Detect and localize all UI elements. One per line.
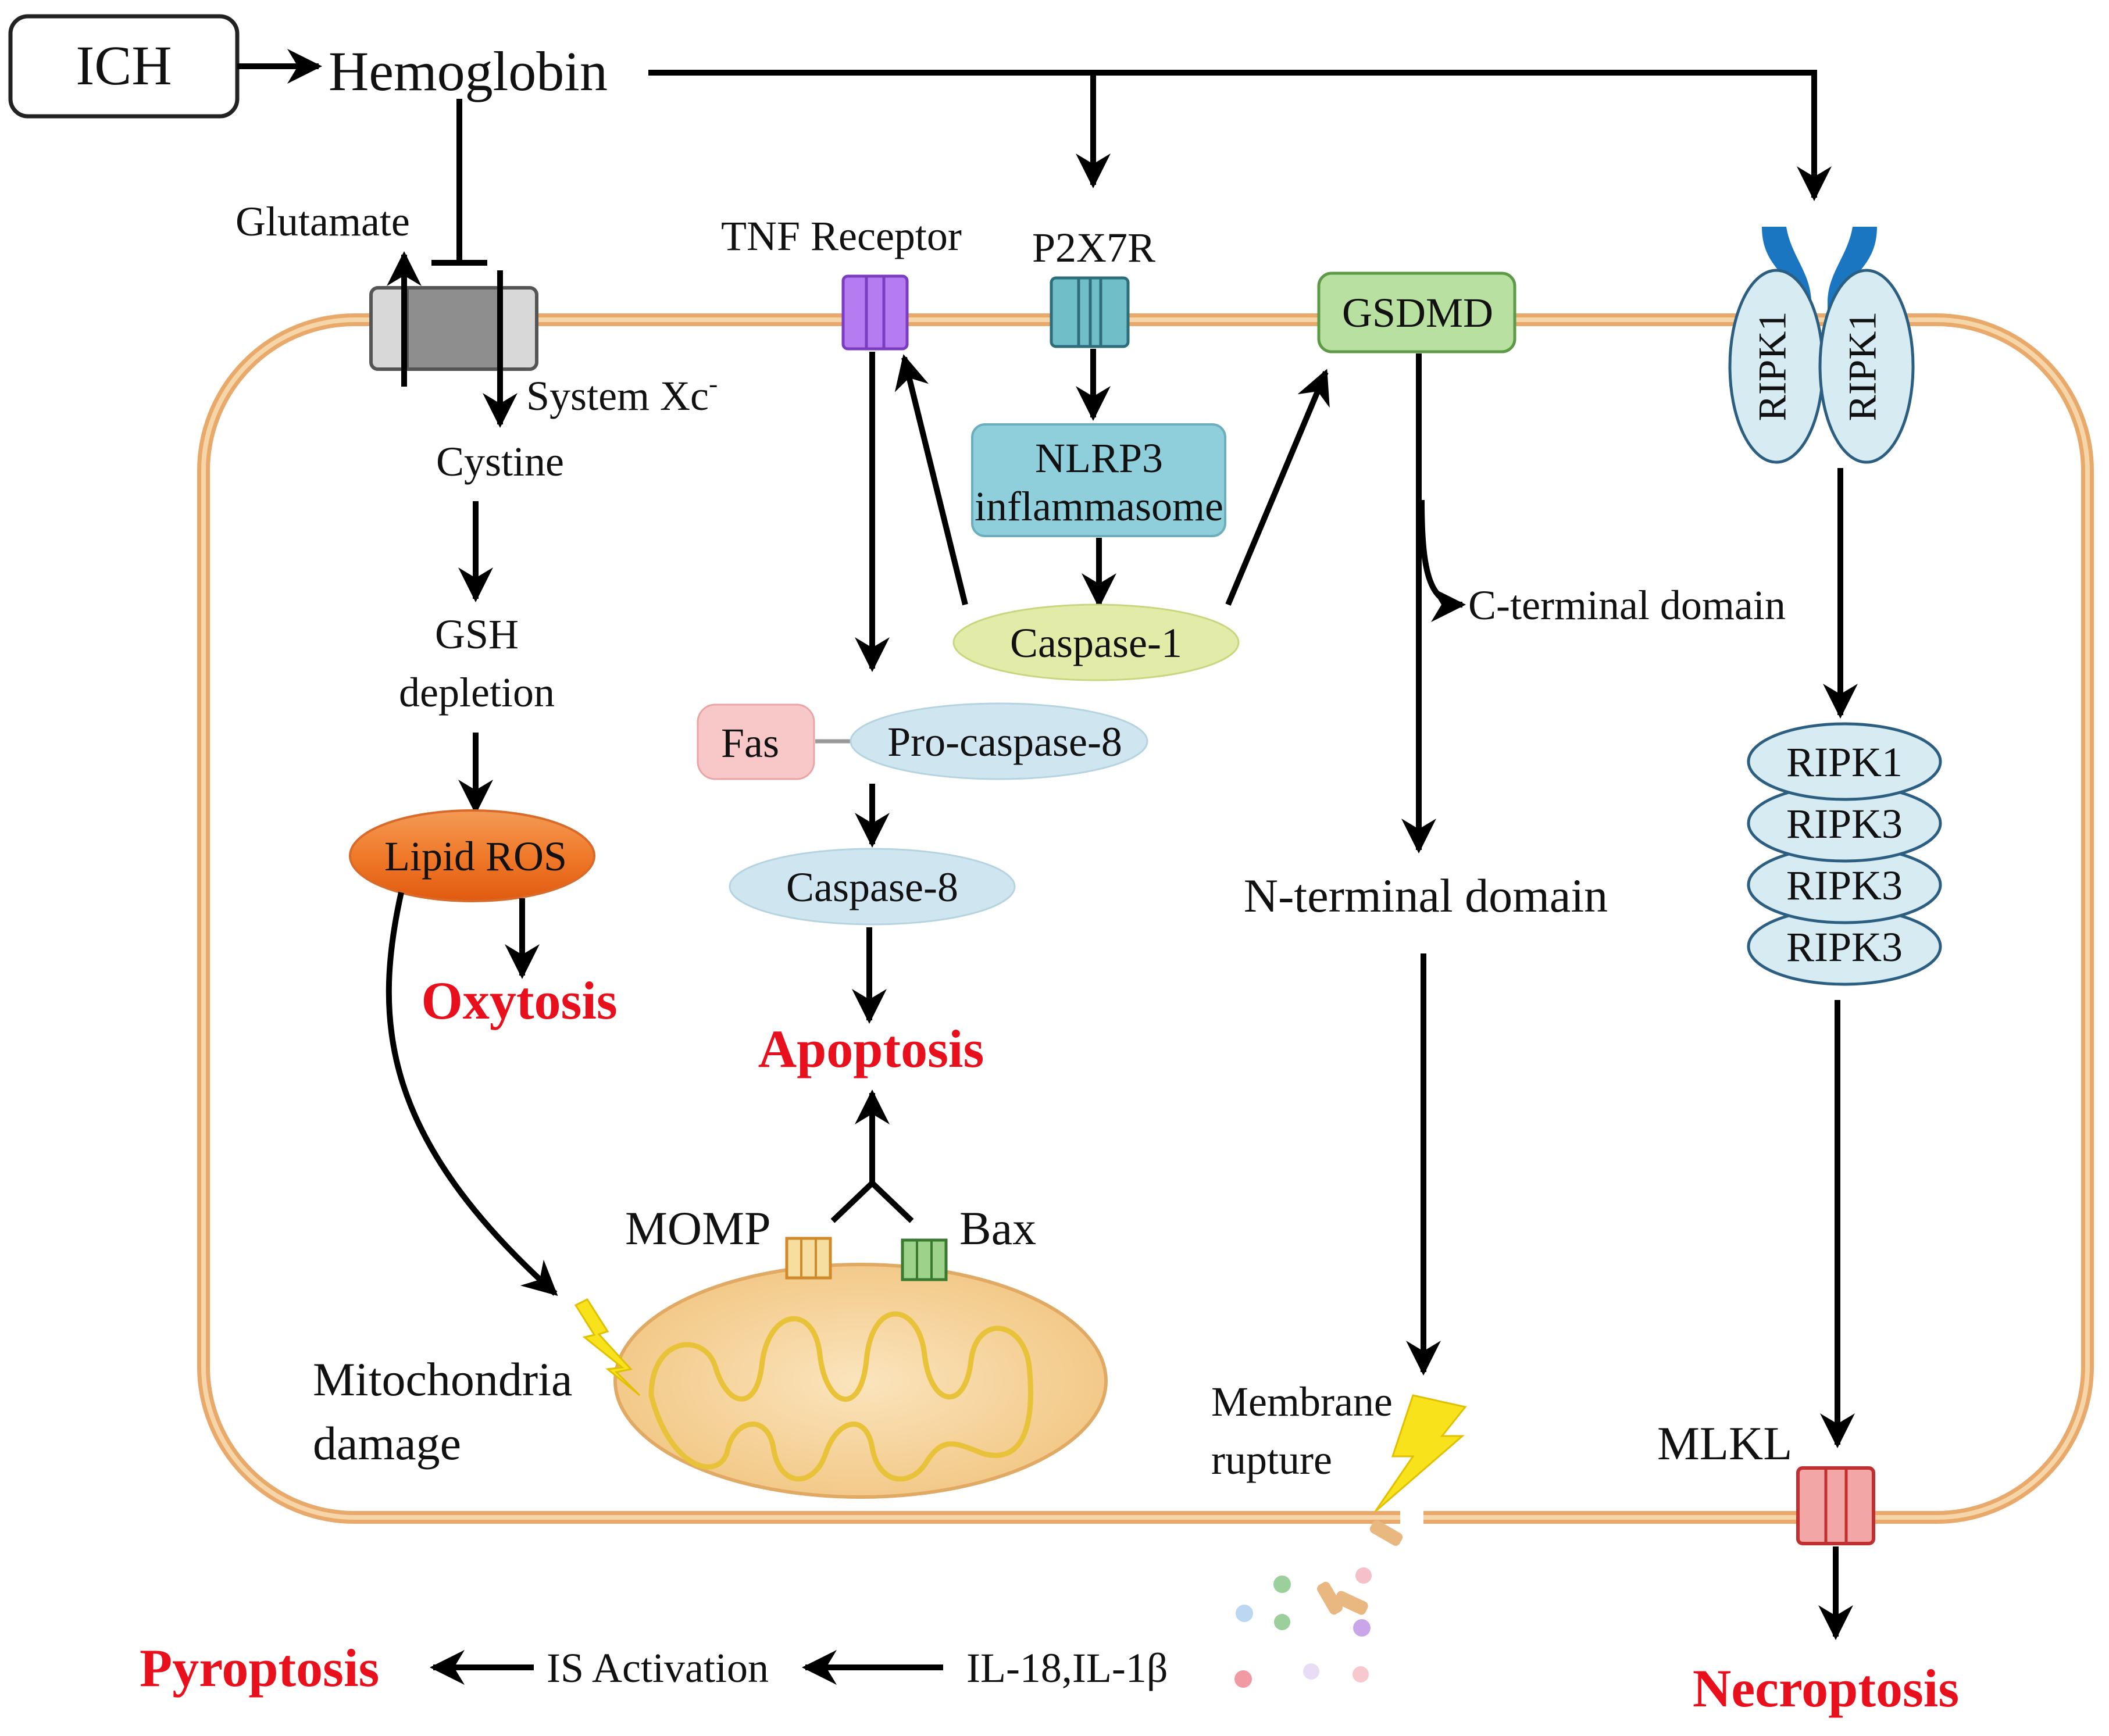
ripk1-receptor-dimer (1728, 227, 1915, 464)
stack-ripk1-label: RIPK1 (1786, 739, 1903, 785)
pro-caspase8-node (850, 702, 1148, 780)
caspase8-label: Caspase-8 (786, 864, 958, 910)
apoptosis-label: Apoptosis (758, 1019, 984, 1078)
tnf-receptor-channel (841, 274, 909, 351)
p2x7r-channel (1050, 276, 1130, 348)
mlkl-label: MLKL (1657, 1417, 1792, 1470)
mlkl-channel (1796, 1466, 1875, 1545)
caspase1-node (952, 603, 1240, 681)
momp-channel (785, 1237, 832, 1280)
nlrp3-label: NLRP3 (1035, 435, 1163, 481)
membrane-rupture-gap (1400, 1494, 1423, 1541)
gsh-label: GSH (435, 611, 519, 658)
lipid-ros-label: Lipid ROS (384, 833, 567, 880)
arrow-hemoglobin-ripk1 (648, 70, 1832, 201)
rupture-label: rupture (1211, 1437, 1332, 1483)
caspase8-node (729, 848, 1016, 926)
ripk1-right-label: RIPK1 (1840, 312, 1885, 422)
tnf-receptor-label: TNF Receptor (721, 213, 962, 259)
nlrp3-inflammasome-box (971, 423, 1226, 537)
membrane-label: Membrane (1211, 1378, 1393, 1425)
necroptosis-label: Necroptosis (1693, 1659, 1959, 1718)
bax-label: Bax (959, 1202, 1036, 1255)
gsdmd-label: GSDMD (1342, 290, 1493, 336)
pro-caspase8-label: Pro-caspase-8 (887, 719, 1122, 765)
inflammasome-label: inflammasome (975, 483, 1223, 530)
pyroptosis-label: Pyroptosis (140, 1638, 379, 1698)
momp-label: MOMP (625, 1202, 771, 1255)
released-cytokine-particles (1234, 1520, 1403, 1688)
lipid-ros-node (349, 809, 595, 902)
stack-ripk3-label-1: RIPK3 (1786, 801, 1903, 847)
momp-bax-join (830, 1179, 914, 1223)
arrow-gsdmd-cterminal (1419, 499, 1466, 622)
p2x7r-label: P2X7R (1032, 224, 1155, 271)
arrow-lipidros-mitochondria (386, 891, 558, 1296)
system-xc-sup: - (709, 369, 718, 398)
mitochondria-damage-label: Mitochondria (313, 1353, 572, 1406)
mitochondria-damage-line2: damage (313, 1417, 461, 1470)
il-label: IL-18,IL-1β (966, 1645, 1168, 1691)
n-terminal-label: N-terminal domain (1244, 869, 1608, 922)
mitochondria-cristae (648, 1311, 1033, 1482)
ripk1-left-label: RIPK1 (1750, 312, 1794, 422)
stack-ripk3-label-2: RIPK3 (1786, 862, 1903, 909)
arrow-caspase1-tnf (894, 354, 968, 606)
mitochondria-lightning-icon (574, 1298, 641, 1396)
gsdmd-box (1317, 272, 1516, 353)
oxytosis-label: Oxytosis (421, 971, 617, 1030)
ich-label: ICH (76, 34, 172, 97)
glutamate-label: Glutamate (235, 198, 410, 245)
bax-channel (901, 1238, 948, 1281)
stack-ripk3-label-3: RIPK3 (1786, 924, 1903, 970)
c-terminal-label: C-terminal domain (1468, 582, 1786, 628)
membrane-lightning-icon (1374, 1394, 1467, 1513)
system-xc-text: System Xc (526, 373, 709, 419)
cystine-label: Cystine (436, 438, 564, 485)
is-activation-label: IS Activation (547, 1645, 769, 1691)
system-xc-label: System Xc- (526, 369, 718, 419)
cell-membrane-inner (201, 317, 2090, 1520)
caspase1-label: Caspase-1 (1010, 620, 1182, 666)
system-xc-transporter (369, 286, 538, 371)
arrow-caspase1-gsdmd (1225, 369, 1330, 606)
hemoglobin-label: Hemoglobin (329, 40, 608, 102)
fas-box (697, 703, 815, 780)
gsh-depletion-label: depletion (399, 669, 555, 716)
necrosome-stack (1747, 722, 1942, 986)
fas-label: Fas (721, 720, 779, 766)
